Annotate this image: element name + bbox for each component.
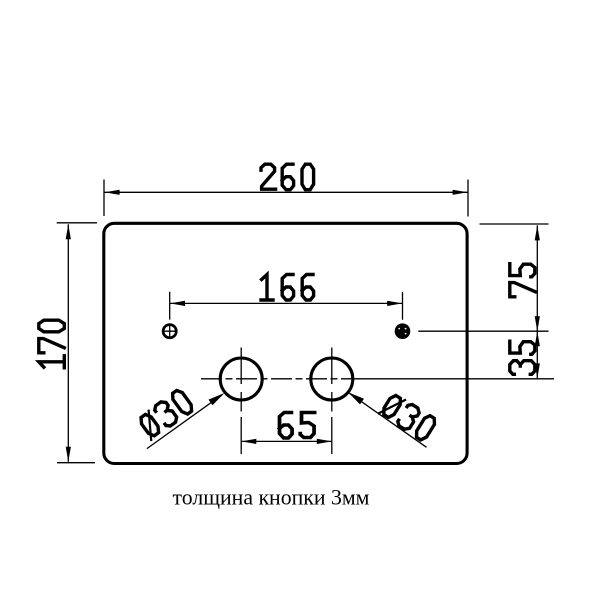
svg-text:толщина кнопки 3мм: толщина кнопки 3мм [173,486,370,510]
